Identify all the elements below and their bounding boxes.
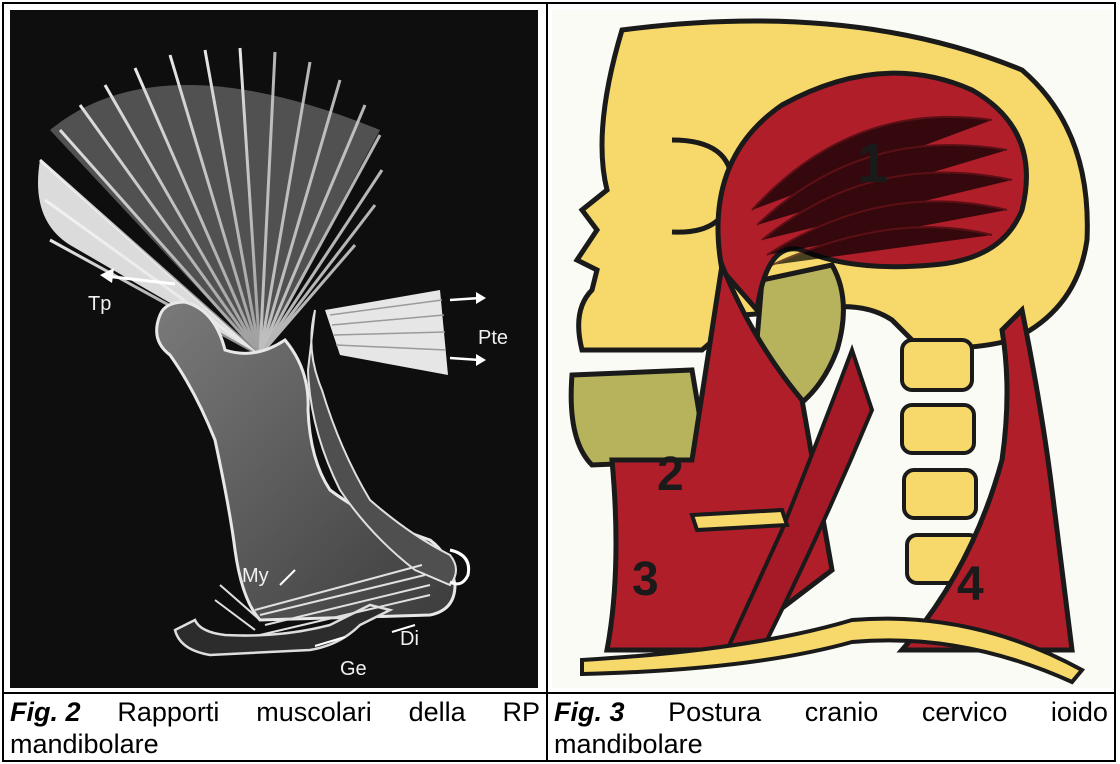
caption-word: Rapporti (117, 696, 219, 728)
figure-3-image: 1 2 3 4 (552, 10, 1112, 688)
head-neck-posture-illustration: 1 2 3 4 (552, 10, 1112, 688)
caption-word: cervico (922, 696, 1008, 728)
hyoid-bone (692, 510, 787, 530)
caption-word: muscolari (256, 696, 372, 728)
caption-line-1: Fig. 3 Postura cranio cervico ioido (554, 696, 1108, 728)
caption-word: cranio (805, 696, 879, 728)
figure-2-image: Tp Pte (10, 10, 538, 688)
label-tp: Tp (88, 293, 111, 315)
figure-3-caption: Fig. 3 Postura cranio cervico ioido mand… (548, 694, 1114, 760)
mandible-muscle-illustration: Tp Pte (10, 10, 538, 688)
caption-word: ioido (1051, 696, 1108, 728)
caption-line-2: mandibolare (554, 728, 1108, 760)
label-muscle-3: 3 (632, 553, 659, 606)
label-muscle-4: 4 (957, 558, 984, 611)
label-ge: Ge (340, 658, 367, 680)
label-di: Di (400, 628, 419, 650)
label-muscle-2: 2 (657, 448, 684, 501)
caption-line-2: mandibolare (10, 728, 540, 760)
caption-line-1: Fig. 2 Rapporti muscolari della RP (10, 696, 540, 728)
caption-word: Postura (668, 696, 761, 728)
caption-word: RP (502, 696, 540, 728)
figure-2-caption: Fig. 2 Rapporti muscolari della RP mandi… (4, 694, 546, 760)
figure-number: Fig. 3 (554, 696, 625, 728)
label-muscle-1: 1 (857, 131, 888, 194)
label-my: My (242, 565, 269, 587)
column-divider (546, 4, 548, 760)
caption-word: della (409, 696, 466, 728)
figure-number: Fig. 2 (10, 696, 81, 728)
pterygoid-muscle (325, 290, 486, 375)
label-pte: Pte (478, 327, 508, 349)
mandible-jaw (571, 370, 707, 465)
